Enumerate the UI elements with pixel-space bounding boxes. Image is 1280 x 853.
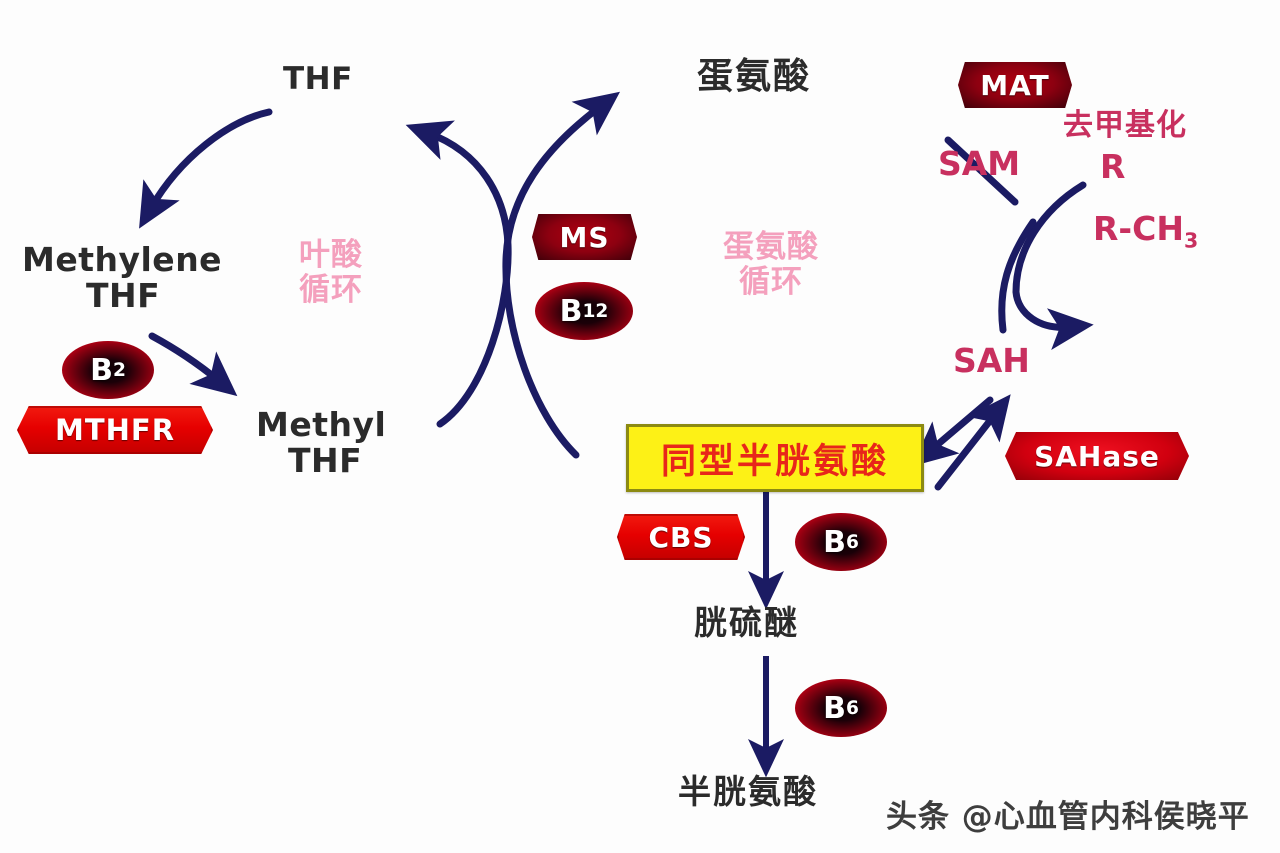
enzyme-badge-cbs[interactable]: CBS	[617, 514, 745, 560]
arrow-thf-to-methylene-thf	[139, 108, 273, 229]
label-sam: SAM	[938, 144, 1021, 183]
folate-cycle-line1: 叶酸	[299, 237, 363, 273]
enzyme-badge-mthfr[interactable]: MTHFR	[17, 406, 213, 454]
vitamin-b2-letter: B	[90, 352, 113, 388]
arrow-homocysteine-to-methionine-right-strand	[502, 91, 621, 459]
vitamin-b2-number: 2	[112, 359, 126, 381]
vitamin-b6-lower-number: 6	[845, 697, 859, 719]
methionine-cycle-line1: 蛋氨酸	[723, 229, 819, 265]
label-methylene-thf-line1: Methylene	[22, 240, 223, 279]
label-methyl-thf-line1: Methyl	[256, 405, 387, 444]
vitamin-b6-upper-letter: B	[823, 524, 846, 560]
label-r-ch3-main: R-CH	[1093, 209, 1184, 248]
arrow-r-to-r-ch3-strand	[1012, 181, 1094, 350]
label-cystathionine: 胱硫醚	[694, 603, 799, 642]
label-methionine: 蛋氨酸	[697, 56, 812, 97]
label-cysteine: 半胱氨酸	[678, 772, 818, 811]
label-r-ch3-subscript: 3	[1183, 228, 1199, 253]
label-methylene-thf-line2: THF	[86, 276, 161, 315]
vitamin-b12-letter: B	[559, 293, 583, 329]
label-sah: SAH	[953, 341, 1030, 380]
watermark-text: 头条 @心血管内科侯晓平	[886, 799, 1250, 835]
arrow-methylene-thf-to-methyl-thf	[148, 332, 238, 397]
vitamin-b6-lower-letter: B	[823, 690, 846, 726]
homocysteine-box[interactable]: 同型半胱氨酸	[626, 424, 924, 492]
label-r-ch3: R-CH3	[1093, 209, 1199, 253]
label-folate-cycle: 叶酸循环	[276, 238, 386, 307]
label-methyl-thf-line2: THF	[288, 441, 363, 480]
vitamin-b12-number: 12	[582, 300, 609, 322]
enzyme-badge-mat[interactable]: MAT	[958, 62, 1072, 108]
label-methionine-cycle: 蛋氨酸循环	[706, 230, 836, 299]
label-demethylation: 去甲基化	[1063, 108, 1187, 143]
folate-cycle-line2: 循环	[299, 271, 363, 308]
vitamin-b6-upper-number: 6	[845, 531, 859, 553]
arrow-methyl-thf-to-methionine-left-strand	[405, 120, 512, 428]
enzyme-badge-ms[interactable]: MS	[532, 214, 637, 260]
arrow-sah-to-homocysteine	[911, 396, 994, 467]
label-thf: THF	[283, 61, 353, 97]
label-r-group: R	[1100, 147, 1126, 186]
arrow-homocysteine-to-sah	[934, 394, 1011, 491]
enzyme-badge-sahase[interactable]: SAHase	[1005, 432, 1189, 480]
line-sam-to-sah-strand	[998, 218, 1037, 334]
methionine-cycle-line2: 循环	[739, 263, 803, 300]
